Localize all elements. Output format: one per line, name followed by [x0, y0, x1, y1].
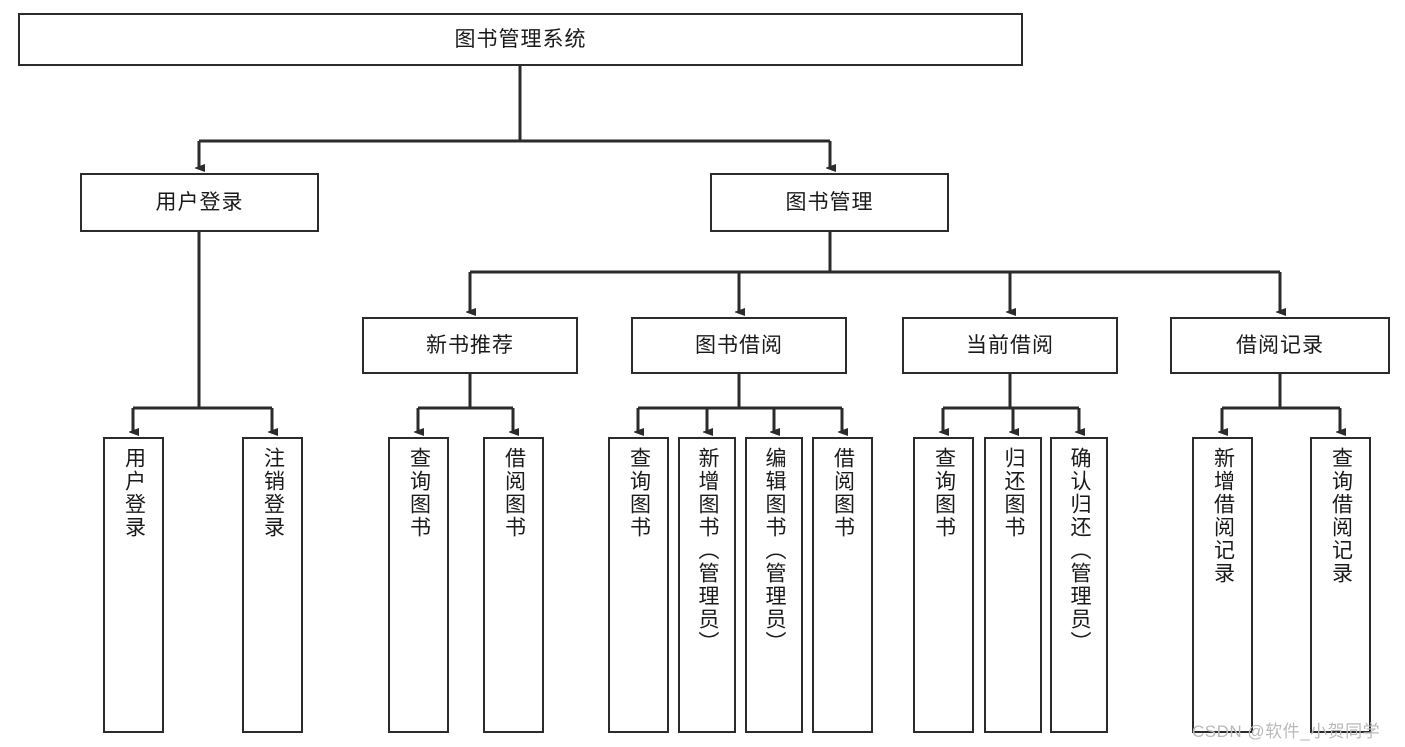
leaf-record-query[interactable]: 查询借阅记录 [1310, 437, 1371, 733]
leaf-user-logout-label: 注销登录 [261, 447, 285, 539]
leaf-borrow-add-book[interactable]: 新增图书（管理员） [678, 437, 736, 733]
leaf-user-login-label: 用户登录 [122, 447, 146, 539]
node-new-book-recommend-label: 新书推荐 [426, 333, 514, 357]
leaf-user-login[interactable]: 用户登录 [103, 437, 164, 733]
leaf-current-return-book-label: 归还图书 [1002, 447, 1026, 539]
node-book-borrow[interactable]: 图书借阅 [631, 317, 847, 374]
leaf-borrow-edit-book-label: 编辑图书（管理员） [763, 447, 787, 654]
leaf-current-query-book[interactable]: 查询图书 [913, 437, 974, 733]
leaf-current-confirm-return-label: 确认归还（管理员） [1068, 447, 1092, 654]
leaf-borrow-add-book-label: 新增图书（管理员） [696, 447, 720, 654]
leaf-new-query-book[interactable]: 查询图书 [388, 437, 449, 733]
leaf-current-return-book[interactable]: 归还图书 [984, 437, 1042, 733]
node-root-label: 图书管理系统 [454, 27, 587, 51]
node-current-borrow-label: 当前借阅 [966, 333, 1054, 357]
leaf-borrow-lend-book[interactable]: 借阅图书 [812, 437, 873, 733]
leaf-record-add-label: 新增借阅记录 [1211, 447, 1235, 585]
node-current-borrow[interactable]: 当前借阅 [902, 317, 1118, 374]
node-book-borrow-label: 图书借阅 [695, 333, 783, 357]
leaf-new-query-book-label: 查询图书 [407, 447, 431, 539]
node-root[interactable]: 图书管理系统 [18, 13, 1023, 66]
leaf-borrow-lend-book-label: 借阅图书 [831, 447, 855, 539]
leaf-current-confirm-return[interactable]: 确认归还（管理员） [1050, 437, 1108, 733]
csdn-watermark: CSDN @软件_小贺同学 [1192, 722, 1381, 741]
node-user-login-label: 用户登录 [155, 190, 244, 214]
node-book-management[interactable]: 图书管理 [710, 173, 949, 232]
leaf-new-borrow-book-label: 借阅图书 [502, 447, 526, 539]
leaf-record-query-label: 查询借阅记录 [1329, 447, 1353, 585]
leaf-current-query-book-label: 查询图书 [932, 447, 956, 539]
node-book-management-label: 图书管理 [785, 190, 874, 214]
leaf-user-logout[interactable]: 注销登录 [242, 437, 303, 733]
node-user-login[interactable]: 用户登录 [80, 173, 319, 232]
node-new-book-recommend[interactable]: 新书推荐 [362, 317, 578, 374]
leaf-new-borrow-book[interactable]: 借阅图书 [483, 437, 544, 733]
leaf-borrow-query-book[interactable]: 查询图书 [608, 437, 669, 733]
node-borrow-record-label: 借阅记录 [1236, 333, 1324, 357]
leaf-borrow-query-book-label: 查询图书 [627, 447, 651, 539]
leaf-borrow-edit-book[interactable]: 编辑图书（管理员） [745, 437, 803, 733]
leaf-record-add[interactable]: 新增借阅记录 [1192, 437, 1253, 733]
node-borrow-record[interactable]: 借阅记录 [1170, 317, 1390, 374]
